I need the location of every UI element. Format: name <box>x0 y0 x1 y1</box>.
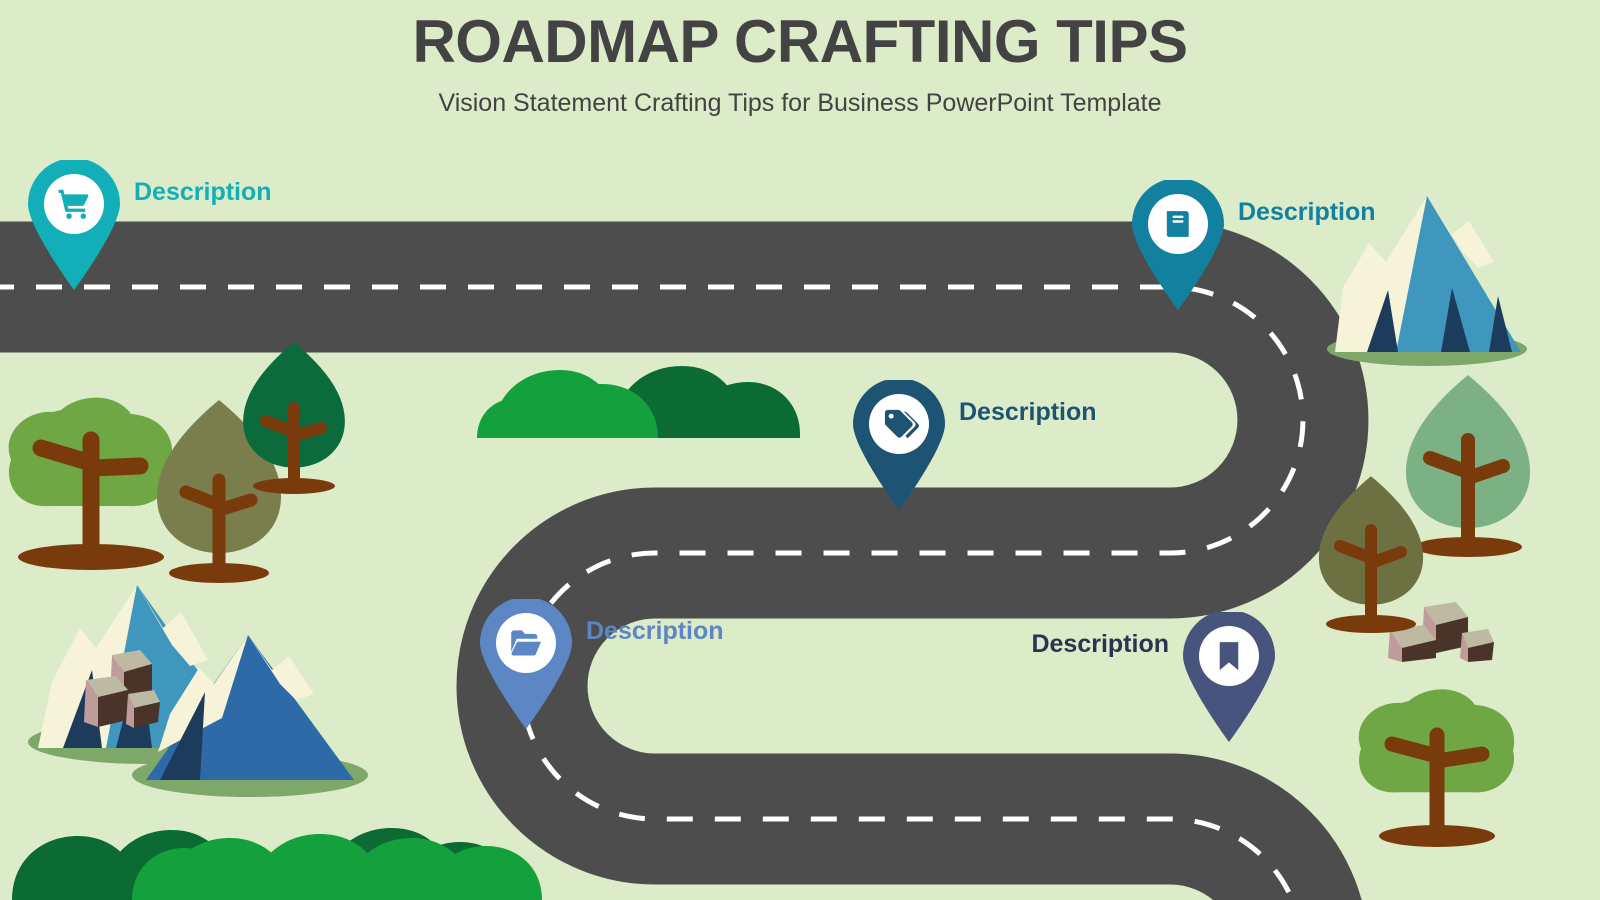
tree-right-bottom <box>1358 689 1515 847</box>
rock-c-side <box>134 702 160 728</box>
rock-a-top <box>112 650 152 672</box>
rock-c-face <box>126 694 134 728</box>
bookmark-icon <box>1219 642 1239 671</box>
tree-trunk <box>1423 433 1510 553</box>
tree-trunk <box>1334 524 1407 629</box>
rock-r-b-top <box>1390 625 1436 648</box>
rock-c-top <box>128 690 160 708</box>
mountain-shadow-b <box>1441 288 1470 352</box>
mountain-snow-left <box>1335 196 1427 352</box>
tree-right-olive <box>1318 476 1424 633</box>
mountain-right <box>1327 196 1527 366</box>
bush-b-light-e <box>430 846 542 900</box>
mountain-back-snow-right <box>137 585 208 666</box>
bush-cluster-mid <box>477 366 800 438</box>
bush-light-c <box>477 398 556 438</box>
tree-left-dark <box>243 342 345 494</box>
mountain-front-snow-left <box>158 635 248 752</box>
mountain-front-shadow <box>160 692 205 780</box>
bush-cluster-bottom <box>12 828 542 900</box>
tree-trunk <box>1384 727 1490 843</box>
rock-r-b-face <box>1388 630 1402 662</box>
tree-trunk <box>179 473 258 579</box>
tree-left-olive <box>157 400 281 583</box>
rock-r-b-side <box>1402 640 1436 662</box>
map-pin-icon[interactable] <box>1128 180 1228 310</box>
milestone-label-1: Description <box>134 178 272 206</box>
milestone-label-2: Description <box>1238 198 1376 226</box>
tree-trunk <box>260 402 327 491</box>
rock-b-face <box>84 680 98 727</box>
rock-r-c-face <box>1460 633 1468 662</box>
rock-r-c-top <box>1462 629 1494 648</box>
tree-left-large <box>8 397 173 570</box>
rock-cluster-right <box>1388 602 1494 662</box>
map-pin-icon[interactable] <box>1179 612 1279 742</box>
milestone-label-3: Description <box>959 398 1097 426</box>
rock-b-side <box>98 690 128 727</box>
rock-r-c-side <box>1468 642 1494 662</box>
bush-b-dark-b <box>12 836 140 900</box>
book-icon <box>1166 211 1189 237</box>
mountain-front-snow-right <box>248 635 314 700</box>
milestone-label-4: Description <box>586 617 724 645</box>
rock-r-a-side <box>1436 617 1468 653</box>
mountain-shadow-c <box>1489 296 1512 352</box>
map-pin-icon[interactable] <box>476 599 576 729</box>
shopping-cart-icon <box>58 189 89 219</box>
rock-r-a-top <box>1424 602 1468 625</box>
tree-trunk <box>32 431 149 565</box>
mountain-shadow-a <box>1367 290 1398 352</box>
tree-right-sage <box>1406 375 1530 557</box>
milestone-label-5: Description <box>1031 630 1169 658</box>
rock-b-top <box>86 676 128 697</box>
map-pin-icon[interactable] <box>24 160 124 290</box>
map-pin-icon[interactable] <box>849 380 949 510</box>
mountain-cluster-left <box>28 585 368 797</box>
open-folder-icon <box>511 630 542 656</box>
tags-icon <box>884 409 919 439</box>
mountain-snow-right <box>1427 196 1494 268</box>
rock-cluster-left <box>84 650 160 728</box>
